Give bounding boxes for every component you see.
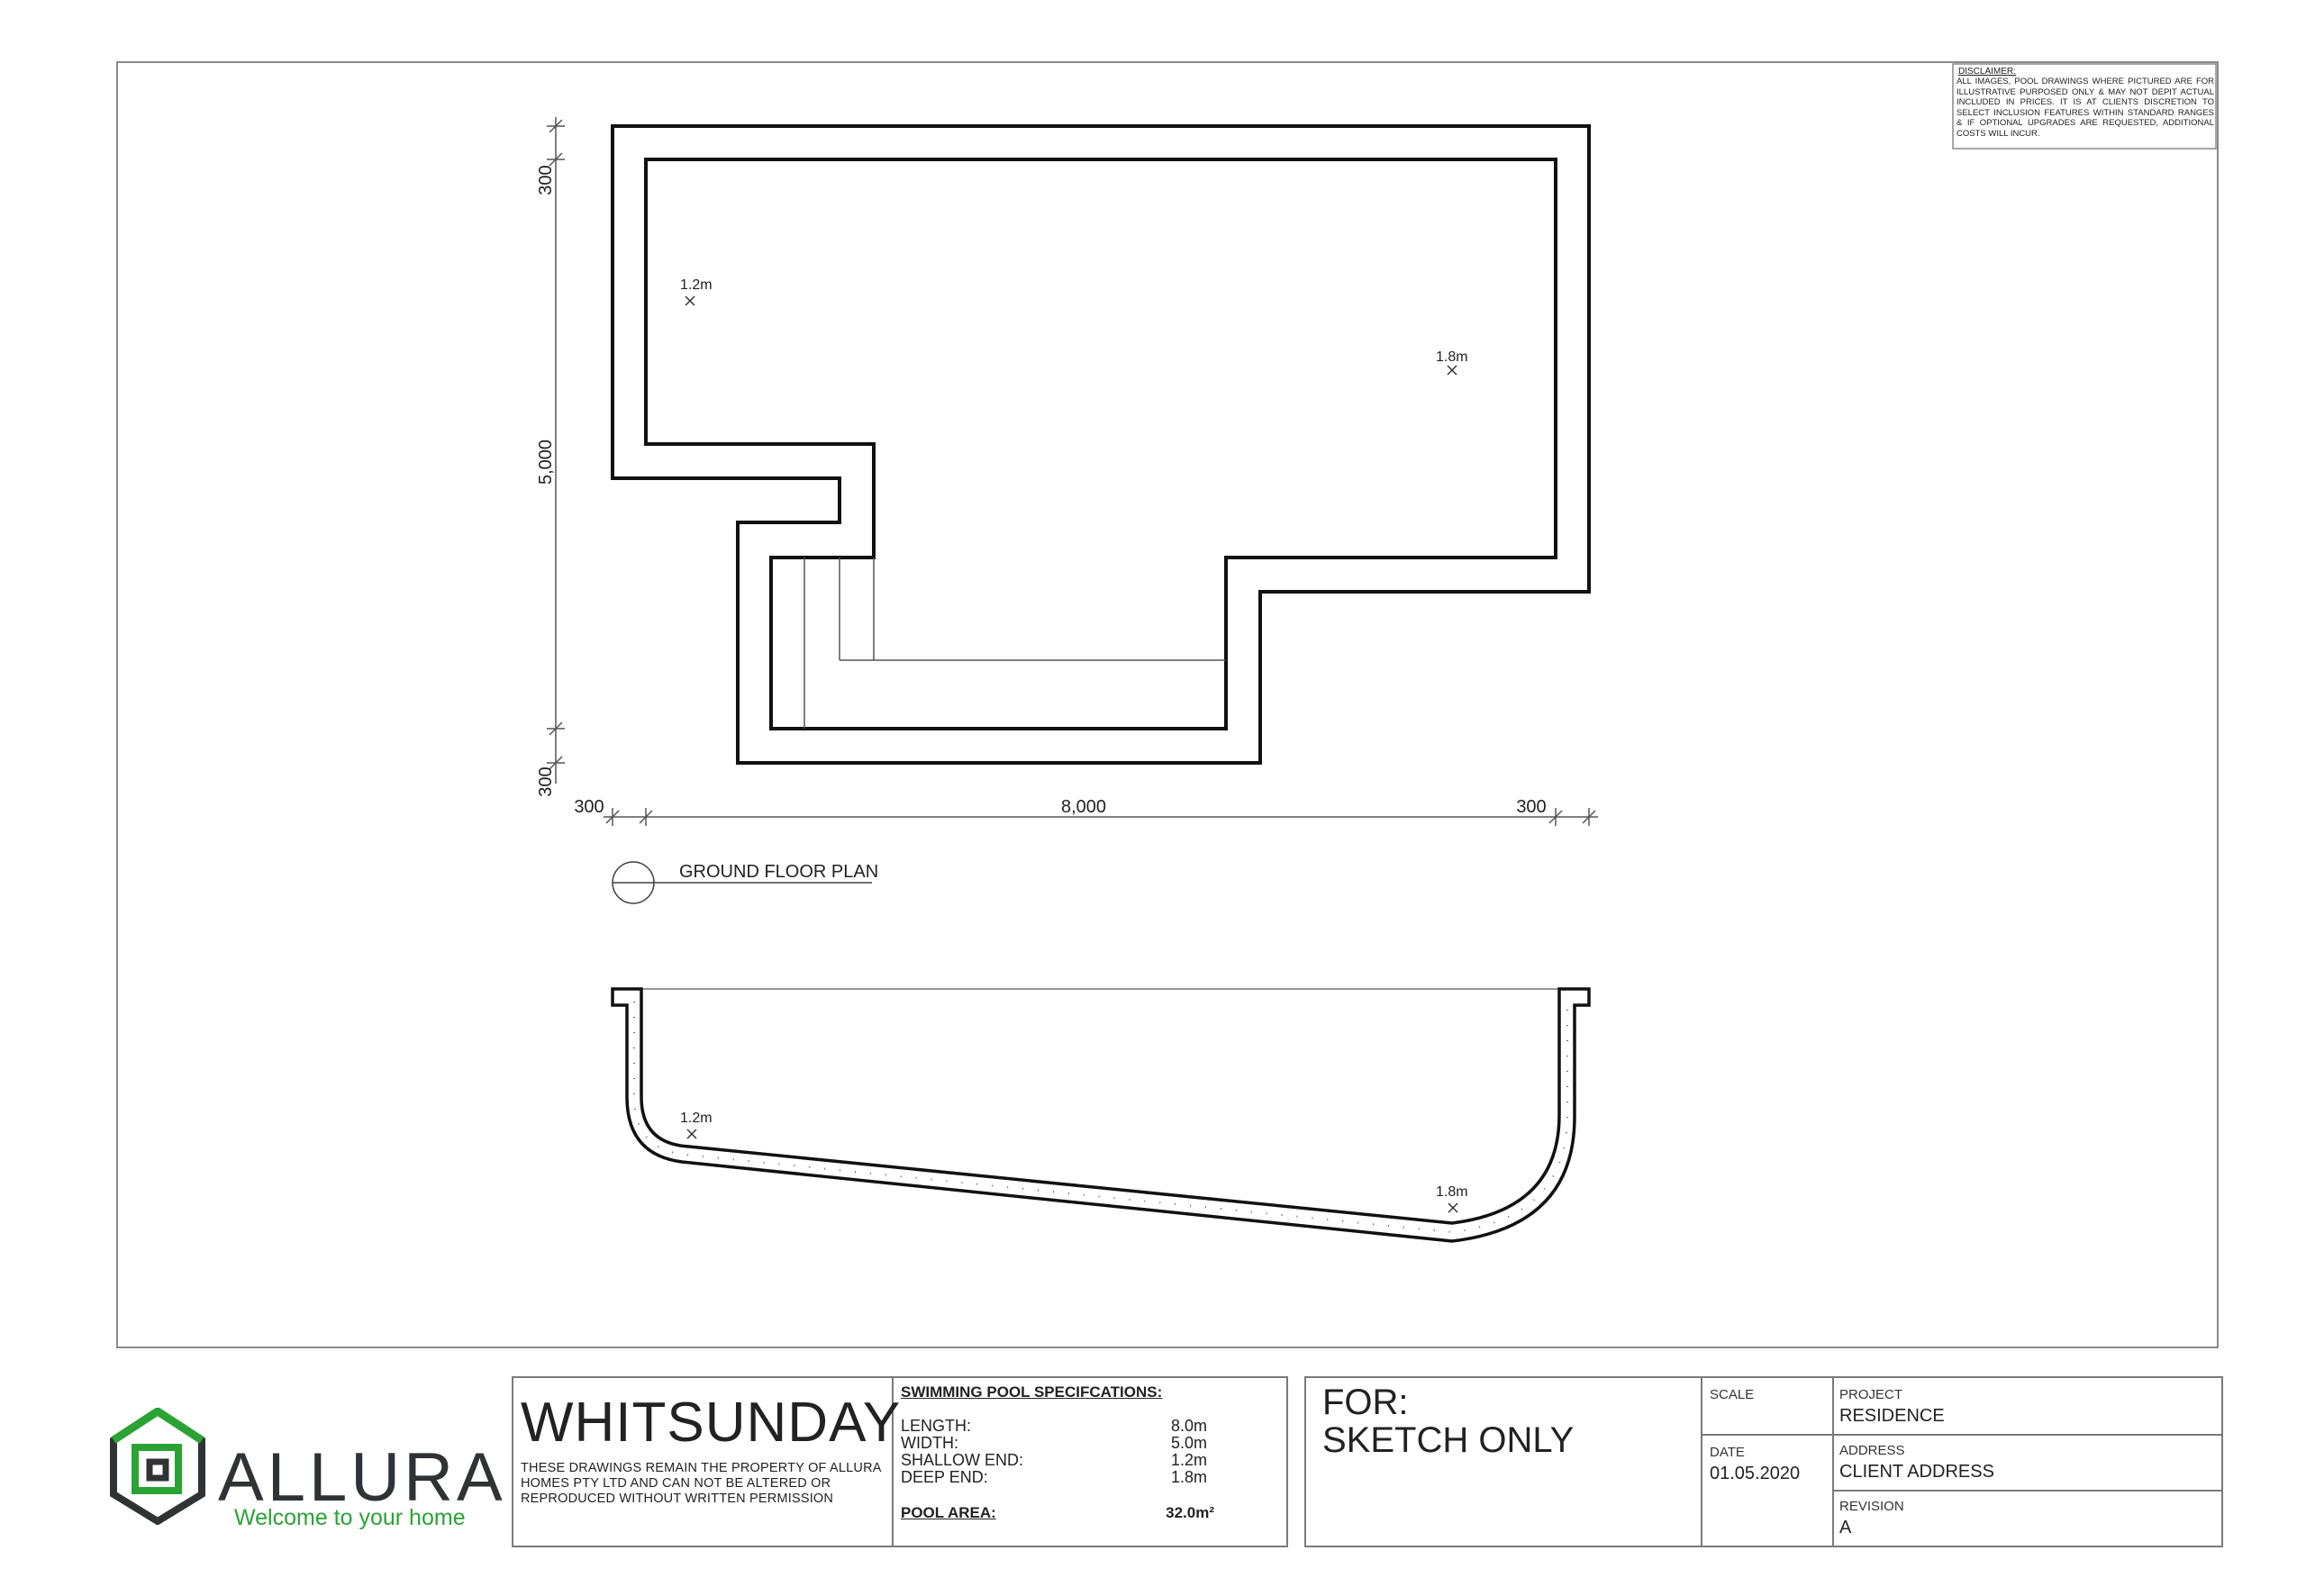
- spec-row-shallow-end: SHALLOW END:1.2m: [901, 1451, 1207, 1469]
- address-cell: ADDRESS CLIENT ADDRESS: [1839, 1443, 1994, 1482]
- svg-text:1.2m: 1.2m: [680, 277, 713, 293]
- spec-row-length: LENGTH:8.0m: [901, 1417, 1207, 1435]
- pool-specifications: SWIMMING POOL SPECIFCATIONS: LENGTH:8.0m…: [901, 1383, 1279, 1522]
- for-label: FOR:: [1322, 1383, 1409, 1422]
- vertical-dimension: [547, 117, 565, 784]
- dim-width-5000: 5,000: [536, 440, 556, 485]
- dim-right-300: 300: [1516, 797, 1546, 817]
- sheet-border: [116, 61, 2219, 1348]
- revision-cell: REVISION A: [1839, 1499, 1904, 1537]
- design-name: WHITSUNDAY: [521, 1392, 902, 1454]
- pool-section: 1.2m 1.8m: [611, 987, 1591, 1243]
- horizontal-dimension: [604, 808, 1598, 826]
- spec-heading: SWIMMING POOL SPECIFCATIONS:: [901, 1383, 1163, 1401]
- for-purpose: FOR: SKETCH ONLY: [1322, 1383, 1574, 1459]
- pool-plan-outer-outline: [611, 124, 1591, 765]
- dim-bottom-300: 300: [536, 766, 556, 796]
- spec-row-width: WIDTH:5.0m: [901, 1434, 1207, 1452]
- brand-logo: ALLURA Welcome to your home: [108, 1401, 504, 1536]
- copyright-note: THESE DRAWINGS REMAIN THE PROPERTY OF AL…: [521, 1461, 881, 1506]
- title-block: WHITSUNDAY THESE DRAWINGS REMAIN THE PRO…: [512, 1376, 1288, 1547]
- plan-title: GROUND FLOOR PLAN: [679, 862, 878, 882]
- sheet-info-grid: SCALE DATE 01.05.2020 PROJECT RESIDENCE …: [1701, 1378, 2225, 1546]
- brand-name: ALLURA: [218, 1439, 506, 1516]
- plan-depth-marker-deep: 1.8m: [1436, 349, 1468, 376]
- disclaimer-box: DISCLAIMER: ALL IMAGES, POOL DRAWINGS WH…: [1952, 63, 2217, 150]
- pool-plan-inner-outline: [644, 158, 1557, 730]
- section-depth-shallow: 1.2m: [680, 1111, 713, 1126]
- dim-top-300: 300: [536, 165, 556, 195]
- dim-length-8000: 8,000: [1061, 797, 1106, 817]
- design-name-cell: WHITSUNDAY THESE DRAWINGS REMAIN THE PRO…: [513, 1378, 900, 1546]
- dim-left-300: 300: [574, 797, 604, 817]
- pool-steps: [803, 558, 1226, 729]
- spec-pool-area: POOL AREA:32.0m²: [901, 1504, 1214, 1521]
- svg-text:1.8m: 1.8m: [1436, 349, 1468, 365]
- for-value: SKETCH ONLY: [1322, 1420, 1575, 1460]
- plan-label: GROUND FLOOR PLAN: [612, 861, 878, 904]
- section-depth-deep: 1.8m: [1436, 1184, 1468, 1200]
- scale-cell: SCALE: [1710, 1387, 1755, 1402]
- sheet-info-block: FOR: SKETCH ONLY SCALE DATE 01.05.2020 P…: [1304, 1376, 2223, 1547]
- spec-row-deep-end: DEEP END:1.8m: [901, 1468, 1207, 1486]
- date-cell: DATE 01.05.2020: [1710, 1445, 1801, 1483]
- disclaimer-text: ALL IMAGES, POOL DRAWINGS WHERE PICTURED…: [1956, 77, 2214, 139]
- disclaimer-heading: DISCLAIMER:: [1958, 67, 2016, 77]
- plan-depth-marker-shallow: 1.2m: [680, 277, 713, 306]
- allura-house-icon: [110, 1408, 205, 1525]
- brand-tagline: Welcome to your home: [234, 1505, 466, 1530]
- project-cell: PROJECT RESIDENCE: [1839, 1387, 1945, 1426]
